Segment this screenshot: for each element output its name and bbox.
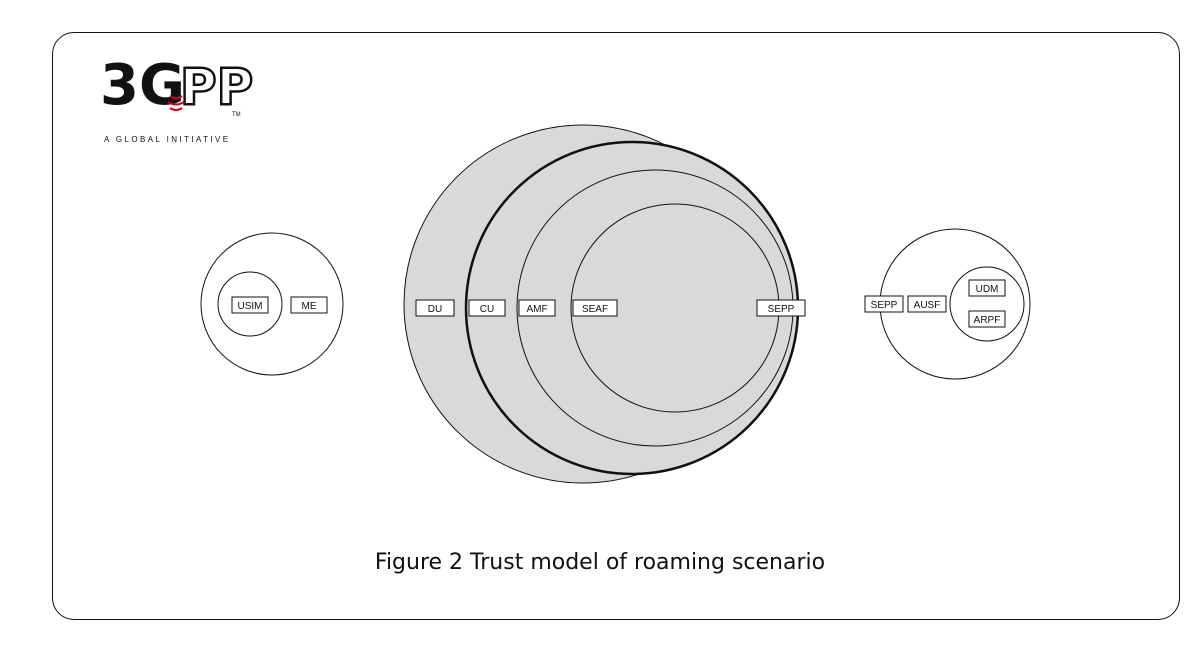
node-seaf: SEAF	[572, 299, 618, 317]
node-du-label: DU	[428, 304, 442, 315]
node-sepp-home: SEPP	[864, 295, 904, 313]
node-seaf-label: SEAF	[582, 304, 608, 315]
logo-trademark: TM	[232, 112, 241, 118]
node-udm: UDM	[968, 279, 1006, 297]
node-du: DU	[415, 299, 455, 317]
node-usim: USIM	[231, 296, 269, 314]
node-udm-label: UDM	[976, 284, 999, 295]
diagram-frame	[52, 32, 1180, 620]
logo-mark-pp: PP	[180, 58, 253, 116]
3gpp-logo: 3G PP TM A GLOBAL INITIATIVE	[100, 53, 255, 144]
node-ausf-label: AUSF	[914, 300, 941, 311]
node-ausf: AUSF	[907, 295, 947, 313]
node-arpf-label: ARPF	[974, 315, 1001, 326]
logo-tagline: A GLOBAL INITIATIVE	[104, 135, 231, 144]
ue-domain: USIM ME	[200, 232, 344, 376]
node-usim-label: USIM	[238, 301, 263, 312]
node-me-label: ME	[302, 301, 317, 312]
figure-caption: Figure 2 Trust model of roaming scenario	[374, 550, 826, 575]
node-amf-label: AMF	[526, 304, 547, 315]
node-cu-label: CU	[480, 304, 494, 315]
node-sepp-home-label: SEPP	[871, 300, 898, 311]
node-sepp-serving: SEPP	[756, 299, 806, 317]
node-amf: AMF	[518, 299, 556, 317]
serving-network-domain: DU CU AMF SEAF SEPP	[403, 124, 806, 484]
home-udm-circle	[949, 266, 1025, 342]
node-me: ME	[290, 296, 328, 314]
logo-mark-3g: 3G	[100, 53, 185, 118]
logo-signal-icon	[167, 95, 185, 111]
node-cu: CU	[468, 299, 506, 317]
node-arpf: ARPF	[968, 310, 1006, 328]
home-network-domain: SEPP AUSF UDM ARPF	[864, 228, 1031, 380]
node-sepp-serving-label: SEPP	[768, 304, 795, 315]
